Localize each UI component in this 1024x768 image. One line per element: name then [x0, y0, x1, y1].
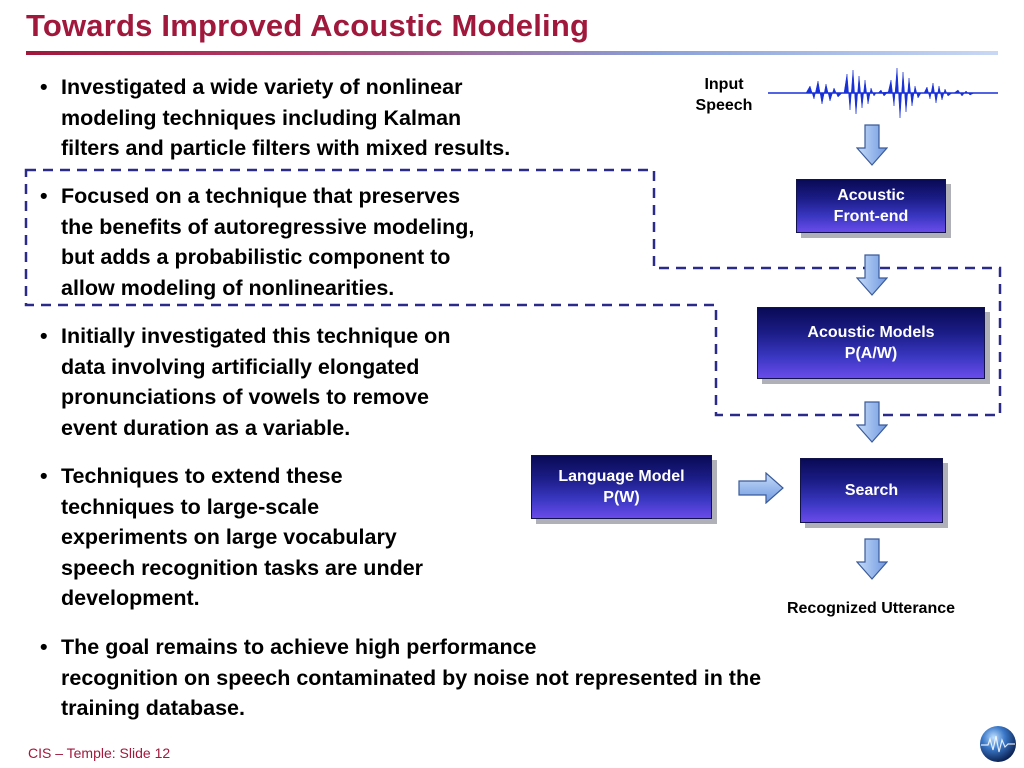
title-underline [26, 51, 998, 55]
bullet-text: Investigated a wide variety of nonlinear… [61, 75, 511, 160]
acoustic-models-box: Acoustic Models P(A/W) [757, 307, 985, 379]
bullet-item: • Investigated a wide variety of nonline… [40, 72, 510, 164]
arrow-down-icon [856, 254, 888, 296]
bullet-item: • Techniques to extend these techniques … [40, 461, 423, 614]
slide-title: Towards Improved Acoustic Modeling [26, 8, 590, 43]
globe-logo-icon [980, 726, 1016, 762]
bullet-text: Techniques to extend these techniques to… [61, 464, 424, 610]
search-box: Search [800, 458, 943, 523]
bullet-glyph: • [40, 184, 48, 208]
bullet-glyph: • [40, 75, 48, 99]
bullet-glyph: • [40, 464, 48, 488]
bullet-item: • The goal remains to achieve high perfo… [40, 632, 761, 724]
bullet-item: • Initially investigated this technique … [40, 321, 450, 443]
language-model-box: Language Model P(W) [531, 455, 712, 519]
arrow-down-icon [856, 401, 888, 443]
arrow-down-icon [856, 124, 888, 166]
arrow-down-icon [856, 538, 888, 580]
slide-footer: CIS – Temple: Slide 12 [28, 745, 171, 761]
bullet-text: Focused on a technique that preserves th… [61, 184, 475, 300]
speech-waveform-icon [768, 67, 998, 119]
bullet-glyph: • [40, 635, 48, 659]
bullet-glyph: • [40, 324, 48, 348]
input-speech-label: Input Speech [695, 76, 753, 114]
bullet-text: The goal remains to achieve high perform… [61, 635, 762, 720]
acoustic-front-end-box: Acoustic Front-end [796, 179, 946, 233]
bullet-text: Initially investigated this technique on… [61, 324, 451, 440]
recognized-utterance-label: Recognized Utterance [786, 600, 956, 617]
bullet-item: • Focused on a technique that preserves … [40, 181, 474, 303]
arrow-right-icon [738, 472, 784, 504]
